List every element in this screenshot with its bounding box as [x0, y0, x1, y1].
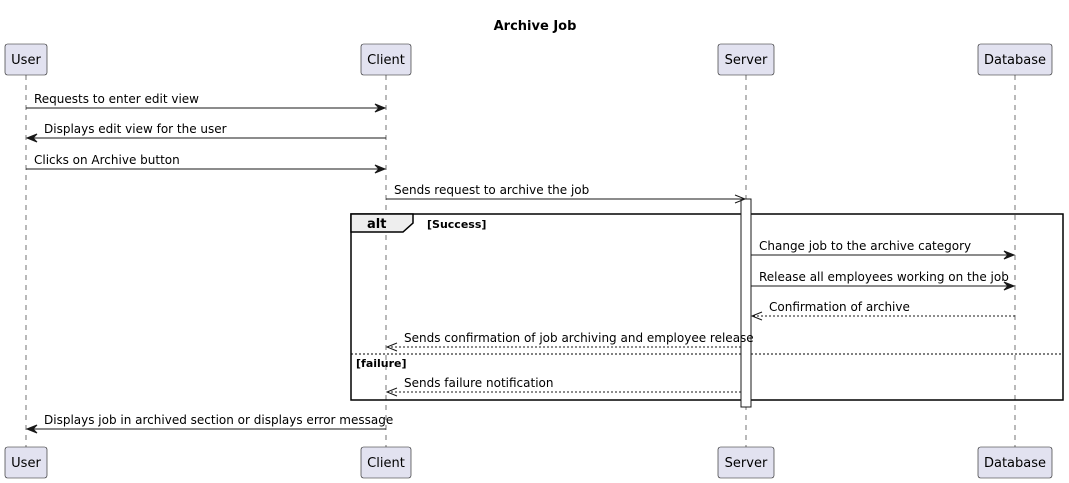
participant-box [4, 446, 48, 479]
message-label: Requests to enter edit view [34, 92, 199, 106]
message-5: Change job to the archive category [751, 239, 1016, 260]
participant-label: Server [725, 53, 768, 68]
diagram-title: Archive Job [494, 19, 577, 34]
participant-label: User [11, 456, 41, 471]
message-8: Sends confirmation of job archiving and … [385, 331, 754, 352]
arrow-head [734, 194, 747, 204]
guard-failure: [failure] [356, 357, 407, 370]
message-label: Sends confirmation of job archiving and … [404, 331, 754, 345]
message-6: Release all employees working on the job [751, 270, 1016, 291]
arrow-head [385, 387, 398, 397]
participant-box [717, 43, 775, 76]
arrow-head [1003, 250, 1016, 260]
alt-fragment: alt [Success] [failure] [350, 213, 1064, 401]
server-activation [740, 198, 752, 408]
participant-box [360, 43, 412, 76]
arrow-head [374, 164, 387, 174]
guard-success: [Success] [427, 218, 486, 231]
participant-user-top: User [4, 43, 48, 76]
participant-label: Client [367, 53, 405, 68]
participants: UserUserClientClientServerServerDatabase… [4, 43, 1053, 479]
participant-database-top: Database [977, 43, 1053, 76]
message-label: Displays job in archived section or disp… [44, 413, 393, 427]
message-3: Clicks on Archive button [26, 153, 387, 174]
participant-box [360, 446, 412, 479]
arrow-head [1003, 281, 1016, 291]
participant-user-bottom: User [4, 446, 48, 479]
participant-box [717, 446, 775, 479]
arrow-head [750, 311, 763, 321]
participant-client-bottom: Client [360, 446, 412, 479]
arrow-head [374, 103, 387, 113]
message-1: Requests to enter edit view [26, 92, 387, 113]
alt-operator-label: alt [367, 217, 386, 232]
message-label: Release all employees working on the job [759, 270, 1009, 284]
arrow-head [25, 424, 38, 434]
arrow-head [25, 133, 38, 143]
participant-box [977, 446, 1053, 479]
message-label: Clicks on Archive button [34, 153, 180, 167]
activation-bars [740, 198, 752, 408]
message-10: Displays job in archived section or disp… [25, 413, 393, 434]
alt-frame-tab [350, 213, 414, 233]
alt-frame [350, 213, 1064, 401]
message-label: Sends failure notification [404, 376, 554, 390]
participant-label: Database [984, 456, 1046, 471]
participant-label: Server [725, 456, 768, 471]
message-label: Displays edit view for the user [44, 122, 227, 136]
message-7: Confirmation of archive [750, 300, 1015, 321]
message-4: Sends request to archive the job [386, 183, 747, 204]
message-label: Change job to the archive category [759, 239, 971, 253]
participant-label: Database [984, 53, 1046, 68]
participant-database-bottom: Database [977, 446, 1053, 479]
message-label: Confirmation of archive [769, 300, 910, 314]
participant-server-top: Server [717, 43, 775, 76]
message-9: Sends failure notification [385, 376, 741, 397]
participant-label: Client [367, 456, 405, 471]
participant-client-top: Client [360, 43, 412, 76]
participant-label: User [11, 53, 41, 68]
participant-box [4, 43, 48, 76]
message-label: Sends request to archive the job [394, 183, 589, 197]
participant-box [977, 43, 1053, 76]
message-2: Displays edit view for the user [25, 122, 386, 143]
participant-server-bottom: Server [717, 446, 775, 479]
arrow-head [385, 342, 398, 352]
